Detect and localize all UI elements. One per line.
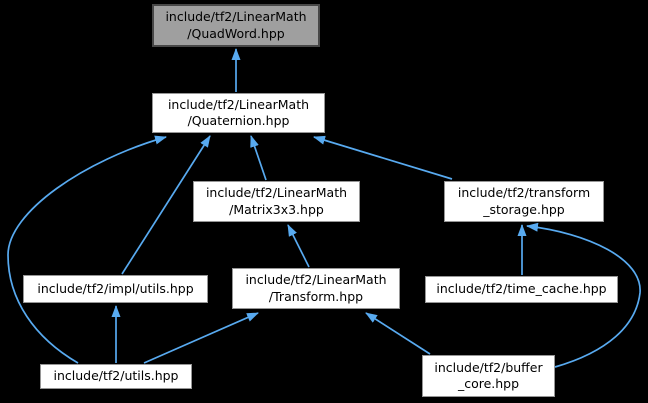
node-label-line: include/tf2/LinearMath <box>245 272 387 288</box>
edge-utils-to-transform <box>143 312 259 364</box>
edge-impl-utils-to-quaternion <box>121 135 211 275</box>
node-label-line: include/tf2/impl/utils.hpp <box>37 280 194 296</box>
node-transform-hpp[interactable]: include/tf2/LinearMath /Transform.hpp <box>232 268 400 309</box>
node-label-line: include/tf2/transform <box>457 185 591 201</box>
node-impl-utils-hpp[interactable]: include/tf2/impl/utils.hpp <box>23 275 208 303</box>
node-label-line: _core.hpp <box>457 376 520 391</box>
node-quadword-hpp: include/tf2/LinearMath /QuadWord.hpp <box>152 4 320 47</box>
edge-matrix3x3-to-quaternion <box>250 135 267 181</box>
edge-utils-to-quaternion <box>7 135 167 364</box>
edge-buffer-core-to-transform-storage <box>526 222 641 368</box>
node-label-line: include/tf2/LinearMath <box>165 9 307 25</box>
edge-transform-to-matrix3x3 <box>287 224 310 268</box>
edge-transform-storage-to-quaternion <box>313 135 453 180</box>
node-label-line: /Quaternion.hpp <box>187 113 290 128</box>
node-label-line: include/tf2/time_cache.hpp <box>436 281 607 297</box>
node-transform-storage-hpp[interactable]: include/tf2/transform _storage.hpp <box>444 181 604 222</box>
edge-buffer-core-to-transform <box>365 312 431 355</box>
node-matrix3x3-hpp[interactable]: include/tf2/LinearMath /Matrix3x3.hpp <box>193 181 360 222</box>
node-label-line: /Matrix3x3.hpp <box>229 201 324 217</box>
node-label-line: include/tf2/LinearMath <box>205 185 348 201</box>
node-time-cache-hpp[interactable]: include/tf2/time_cache.hpp <box>425 276 618 303</box>
node-label-line: _storage.hpp <box>483 201 565 217</box>
node-utils-hpp[interactable]: include/tf2/utils.hpp <box>40 364 192 389</box>
node-label-line: include/tf2/buffer <box>434 359 543 375</box>
node-buffer-core-hpp[interactable]: include/tf2/buffer _core.hpp <box>422 355 555 397</box>
node-quaternion-hpp[interactable]: include/tf2/LinearMath /Quaternion.hpp <box>152 93 325 133</box>
node-label-line: include/tf2/utils.hpp <box>53 368 179 384</box>
node-label-line: /Transform.hpp <box>268 288 364 304</box>
node-label-line: include/tf2/LinearMath <box>167 96 310 112</box>
node-label-line: /QuadWord.hpp <box>187 25 285 41</box>
